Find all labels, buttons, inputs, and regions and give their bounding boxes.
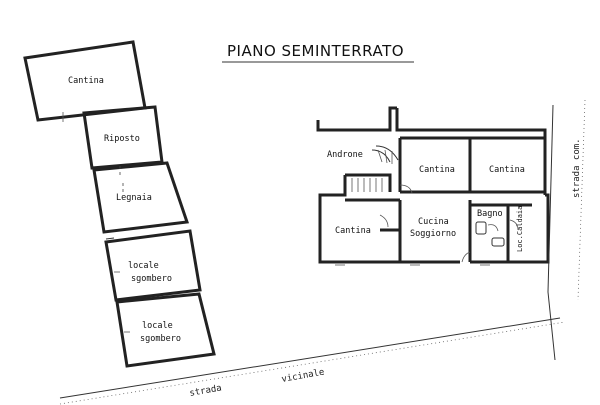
road-edge	[547, 104, 556, 361]
plan-title: PIANO SEMINTERRATO	[227, 42, 404, 60]
room-legnaia	[92, 161, 190, 234]
label-vicinale: vicinale	[281, 368, 325, 385]
road-edge	[59, 317, 561, 399]
bathroom-fixture	[491, 237, 505, 247]
label-strada: strada	[189, 383, 223, 398]
label-soggiorno: Soggiorno	[410, 229, 456, 239]
label-cantina-lower: Cantina	[335, 226, 371, 236]
label-cucina: Cucina	[418, 217, 449, 227]
room-locale-sgombero-2	[115, 292, 216, 368]
label-locale-sgombero-2-a: locale	[142, 321, 173, 331]
label-androne: Androne	[327, 150, 363, 160]
label-strada-com: strada com.	[572, 138, 582, 198]
road-edge	[577, 99, 586, 301]
label-locale-sgombero-1-b: sgombero	[131, 274, 172, 284]
label-riposto: Riposto	[104, 134, 140, 144]
label-bagno: Bagno	[477, 209, 503, 219]
label-locale-sgombero-2-b: sgombero	[140, 334, 181, 344]
door-arc	[487, 224, 499, 232]
room-locale-sgombero-1	[104, 229, 202, 302]
label-cantina-mid: Cantina	[419, 165, 455, 175]
wall-stair	[345, 173, 392, 192]
right-building: Androne Cantina Cantina Cantina Cucina S…	[316, 106, 550, 266]
door-arc	[461, 251, 471, 263]
label-legnaia: Legnaia	[116, 193, 152, 203]
bathroom-fixture	[475, 221, 487, 235]
left-wing: Cantina Riposto Legnaia locale sgombero …	[23, 40, 216, 368]
wall-top-right	[395, 108, 547, 195]
door-arc	[379, 214, 389, 228]
wall-bottom-left	[318, 175, 460, 264]
label-cantina-top: Cantina	[68, 76, 104, 86]
roads: strada vicinale strada com.	[59, 99, 586, 405]
door-arc	[399, 184, 413, 194]
wall-stub	[105, 237, 115, 240]
label-loc-caldaia: Loc.Caldaia	[516, 206, 524, 252]
road-edge	[59, 321, 566, 405]
label-locale-sgombero-1-a: locale	[128, 261, 159, 271]
wall-top-left	[316, 106, 397, 132]
staircase	[351, 145, 399, 192]
label-cantina-right: Cantina	[489, 165, 525, 175]
door-arc	[509, 219, 519, 231]
